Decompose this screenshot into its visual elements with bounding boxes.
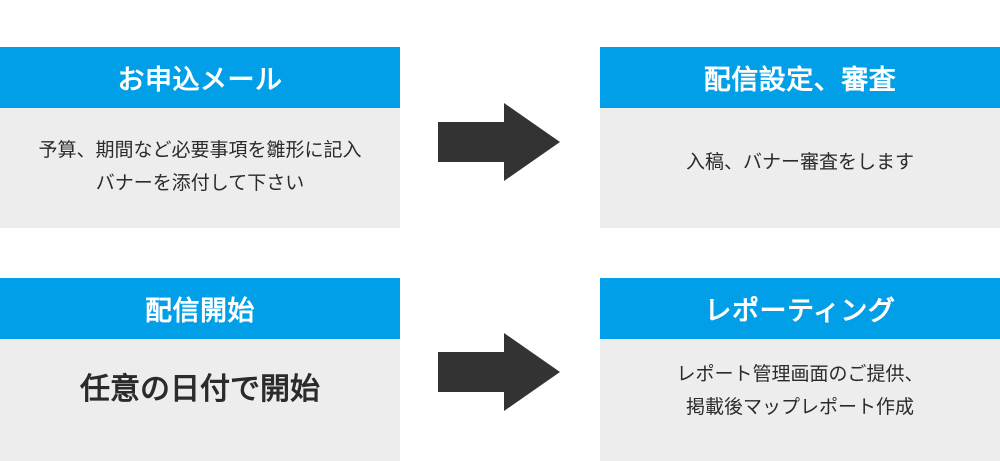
flow-step-4-title: レポーティング	[600, 278, 1000, 339]
flow-step-3: 配信開始 任意の日付で開始	[0, 278, 400, 461]
arrow-right-icon-2	[438, 333, 560, 411]
flow-step-1: お申込メール 予算、期間など必要事項を雛形に記入 バナーを添付して下さい	[0, 47, 400, 228]
flow-step-4-line-1: レポート管理画面のご提供、	[676, 364, 924, 386]
flow-step-3-line-1: 任意の日付で開始	[80, 372, 320, 406]
flow-step-2: 配信設定、審査 入稿、バナー審査をします	[600, 47, 1000, 228]
flow-step-1-body: 予算、期間など必要事項を雛形に記入 バナーを添付して下さい	[0, 108, 400, 228]
flow-step-2-title: 配信設定、審査	[600, 47, 1000, 108]
flow-step-2-line-1: 入稿、バナー審査をします	[685, 151, 914, 173]
flow-step-4: レポーティング レポート管理画面のご提供、 掲載後マップレポート作成	[600, 278, 1000, 461]
flow-step-4-body: レポート管理画面のご提供、 掲載後マップレポート作成	[600, 339, 1000, 461]
flow-step-3-title: 配信開始	[0, 278, 400, 339]
flow-step-3-body: 任意の日付で開始	[0, 339, 400, 461]
flow-step-1-title: お申込メール	[0, 47, 400, 108]
flow-step-4-line-2: 掲載後マップレポート作成	[685, 397, 914, 418]
arrow-right-icon-1	[438, 103, 560, 181]
flow-step-1-line-2: バナーを添付して下さい	[95, 173, 305, 194]
flow-step-2-body: 入稿、バナー審査をします	[600, 108, 1000, 228]
flow-step-1-line-1: 予算、期間など必要事項を雛形に記入	[38, 140, 362, 162]
